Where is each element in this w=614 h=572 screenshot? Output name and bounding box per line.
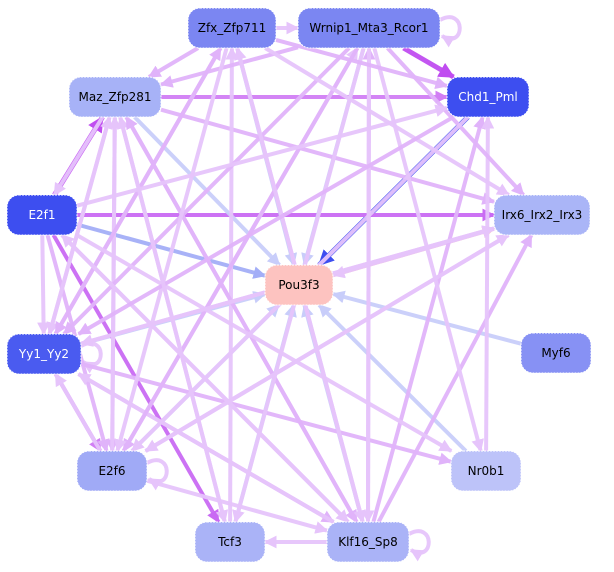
node-irx6-irx2-irx3[interactable]: Irx6_Irx2_Irx3	[493, 194, 591, 236]
edge-chd1-pml-to-yy1-yy2	[77, 115, 455, 336]
node-nr0b1[interactable]: Nr0b1	[450, 450, 522, 492]
node-box	[6, 333, 82, 375]
edge-tcf3-to-zfx-zfp711	[225, 46, 239, 523]
node-box	[194, 521, 266, 563]
edge-irx6-irx2-irx3-to-e2f6	[144, 233, 510, 453]
edge-maz-zfp281-to-irx6-irx2-irx3	[160, 107, 496, 205]
node-box	[446, 76, 530, 118]
edge-klf16-sp8-to-klf16-sp8	[408, 529, 431, 562]
node-label: Klf16_Sp8	[338, 535, 398, 549]
node-label: Zfx_Zfp711	[198, 21, 267, 35]
node-tcf3[interactable]: Tcf3	[194, 521, 266, 563]
node-myf6[interactable]: Myf6	[520, 332, 592, 374]
node-label: Yy1_Yy2	[18, 347, 69, 361]
edges-layer	[37, 15, 534, 562]
node-pou3f3[interactable]: Pou3f3	[264, 264, 334, 306]
edge-e2f1-to-yy1-yy2	[37, 234, 50, 336]
node-box	[493, 194, 591, 236]
edge-wrnip1-mta3-rcor1-to-irx6-irx2-irx3	[386, 46, 525, 197]
edge-wrnip1-mta3-rcor1-to-e2f6	[121, 46, 360, 453]
node-label: E2f1	[28, 208, 55, 222]
node-box	[450, 450, 522, 492]
edge-e2f6-to-yy1-yy2	[53, 372, 103, 453]
node-klf16-sp8[interactable]: Klf16_Sp8	[326, 521, 410, 563]
node-zfx-zfp711[interactable]: Zfx_Zfp711	[187, 7, 277, 49]
edge-e2f6-to-e2f6	[146, 458, 169, 491]
edge-yy1-yy2-to-maz-zfp281	[47, 115, 113, 335]
edge-maz-zfp281-to-e2f1	[52, 115, 105, 197]
edge-e2f6-to-klf16-sp8	[146, 478, 329, 534]
node-label: Maz_Zfp281	[79, 90, 152, 104]
edge-wrnip1-mta3-rcor1-to-chd1-pml	[402, 45, 455, 80]
node-box	[520, 332, 592, 374]
edge-klf16-sp8-to-chd1-pml	[371, 115, 486, 523]
edge-nr0b1-to-chd1-pml	[481, 115, 495, 452]
node-label: Irx6_Irx2_Irx3	[502, 208, 583, 222]
node-label: Wrnip1_Mta3_Rcor1	[309, 21, 428, 35]
edge-wrnip1-mta3-rcor1-to-maz-zfp281	[159, 45, 299, 88]
node-wrnip1-mta3-rcor1[interactable]: Wrnip1_Mta3_Rcor1	[297, 7, 441, 49]
node-label: Myf6	[541, 346, 570, 360]
edge-zfx-zfp711-to-irx6-irx2-irx3	[264, 46, 510, 197]
edge-nr0b1-to-pou3f3	[317, 303, 468, 453]
node-box	[68, 76, 162, 118]
node-chd1-pml[interactable]: Chd1_Pml	[446, 76, 530, 118]
edge-e2f1-to-nr0b1	[75, 233, 453, 453]
node-box	[297, 7, 441, 49]
edge-wrnip1-mta3-rcor1-to-klf16-sp8	[361, 47, 375, 524]
edge-zfx-zfp711-to-e2f6	[114, 47, 229, 453]
node-e2f1[interactable]: E2f1	[6, 194, 78, 236]
node-yy1-yy2[interactable]: Yy1_Yy2	[6, 333, 82, 375]
node-box	[76, 450, 148, 492]
node-label: Pou3f3	[278, 278, 319, 292]
edge-wrnip1-mta3-rcor1-to-wrnip1-mta3-rcor1	[439, 15, 462, 48]
edge-klf16-sp8-to-irx6-irx2-irx3	[376, 233, 534, 523]
node-box	[264, 264, 334, 306]
node-box	[187, 7, 277, 49]
node-label: Tcf3	[217, 535, 242, 549]
node-label: E2f6	[98, 464, 125, 478]
node-box	[326, 521, 410, 563]
edge-zfx-zfp711-to-maz-zfp281	[147, 46, 200, 79]
edge-zfx-zfp711-to-chd1-pml	[275, 37, 449, 90]
node-label: Chd1_Pml	[458, 90, 518, 104]
node-label: Nr0b1	[468, 464, 505, 478]
node-box	[6, 194, 78, 236]
node-maz-zfp281[interactable]: Maz_Zfp281	[68, 76, 162, 118]
node-e2f6[interactable]: E2f6	[76, 450, 148, 492]
edge-wrnip1-mta3-rcor1-to-nr0b1	[372, 47, 484, 453]
edge-maz-zfp281-to-tcf3	[118, 116, 229, 524]
